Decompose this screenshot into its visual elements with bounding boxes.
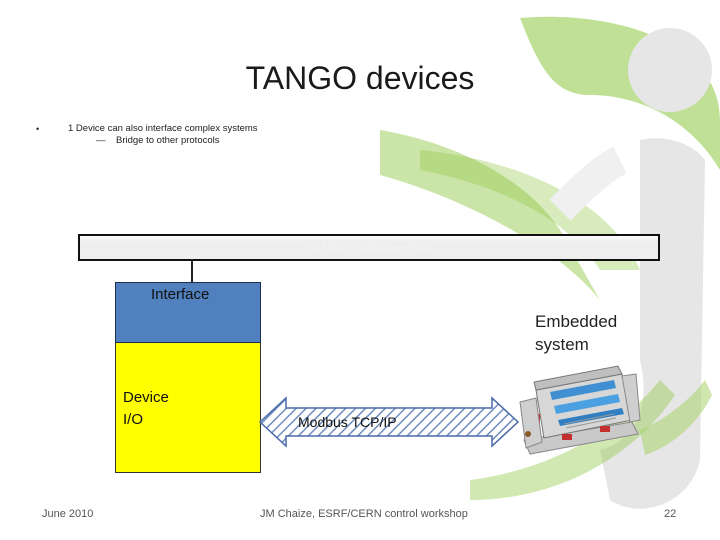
embedded-system-label: Embedded system — [535, 310, 617, 356]
device-io-box: Device I/O — [115, 343, 261, 473]
interface-box: Interface — [115, 282, 261, 343]
sub-bullet-text: Bridge to other protocols — [116, 135, 220, 146]
footer-date: June 2010 — [42, 508, 94, 520]
slide-title: TANGO devices — [245, 60, 475, 96]
software-bus-bar: TANGO Software Bus — [78, 234, 660, 261]
bus-connector-line — [191, 259, 193, 283]
software-bus-label: TANGO Software Bus — [305, 240, 433, 255]
sub-bullet-marker: — — [96, 135, 106, 146]
bullet-marker: • — [36, 124, 40, 134]
interface-label: Interface — [151, 286, 210, 303]
plc-hardware-icon — [519, 365, 641, 455]
modbus-label: Modbus TCP/IP — [298, 414, 397, 430]
slide-number: 22 — [664, 508, 677, 520]
embedded-label-line1: Embedded — [535, 312, 618, 331]
io-label: I/O — [123, 411, 144, 428]
modbus-link-arrow — [258, 396, 520, 448]
embedded-label-line2: system — [535, 335, 589, 354]
device-label: Device — [123, 389, 169, 406]
footer-event: JM Chaize, ESRF/CERN control workshop — [260, 508, 468, 520]
bullet-text: 1 Device can also interface complex syst… — [68, 123, 258, 134]
